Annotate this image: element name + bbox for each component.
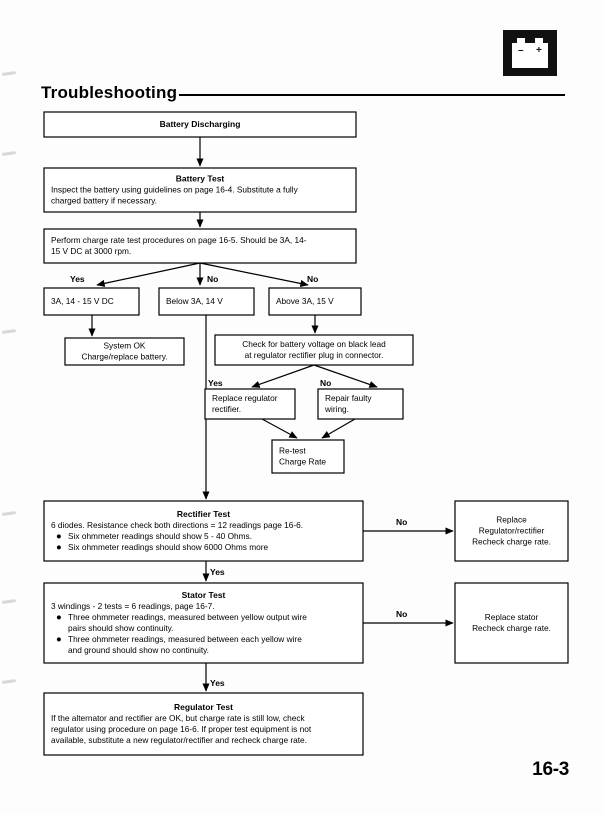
node-line: 3 windings - 2 tests = 6 readings, page … xyxy=(51,601,215,611)
node-line: Charge/replace battery. xyxy=(81,352,167,362)
node-line: wiring. xyxy=(324,404,349,414)
battery-terminal-negative xyxy=(517,38,525,44)
battery-icon: – + xyxy=(503,30,557,76)
bullet-icon: ● xyxy=(56,542,62,553)
edge-label-label-yes-3: Yes xyxy=(210,567,225,577)
node-line: Regulator/rectifier xyxy=(479,526,545,536)
node-box xyxy=(454,500,569,562)
node-box xyxy=(317,388,404,420)
edge-label-label-no-2: No xyxy=(307,274,318,284)
node-box xyxy=(43,228,357,264)
node-line: Below 3A, 14 V xyxy=(166,296,223,306)
node-box xyxy=(214,334,414,366)
flow-connectors xyxy=(88,137,454,692)
node-box xyxy=(43,500,364,562)
flow-node-battery-discharging: Battery Discharging xyxy=(43,111,357,138)
battery-terminal-positive xyxy=(535,38,543,44)
node-line: Replace regulator xyxy=(212,393,278,403)
node-line: charged battery if necessary. xyxy=(51,196,157,206)
node-box xyxy=(271,439,345,474)
bullet-icon: ● xyxy=(56,634,62,645)
bullet-icon: ● xyxy=(56,531,62,542)
page-number: 16-3 xyxy=(532,759,569,780)
node-heading: Stator Test xyxy=(182,590,226,600)
node-bullet-line: Six ohmmeter readings should show 6000 O… xyxy=(68,542,269,552)
node-box xyxy=(43,582,364,664)
node-box xyxy=(268,287,362,316)
node-heading: Regulator Test xyxy=(174,702,233,712)
node-line: Repair faulty xyxy=(325,393,372,403)
node-bullet-line: Three ohmmeter readings, measured betwee… xyxy=(68,612,307,622)
node-line: available, substitute a new regulator/re… xyxy=(51,735,307,745)
node-line: at regulator rectifier plug in connector… xyxy=(245,350,384,360)
node-line: Charge Rate xyxy=(279,457,326,467)
edge-label-label-yes-1: Yes xyxy=(70,274,85,284)
node-line: 6 diodes. Resistance check both directio… xyxy=(51,520,303,530)
node-line: If the alternator and rectifier are OK, … xyxy=(51,713,305,723)
battery-minus-sign: – xyxy=(518,45,524,56)
node-line: Re-test xyxy=(279,446,306,456)
node-bullet-line: Three ohmmeter readings, measured betwee… xyxy=(68,634,302,644)
node-line: Inspect the battery using guidelines on … xyxy=(51,185,299,195)
node-line: 15 V DC at 3000 rpm. xyxy=(51,246,131,256)
node-heading: Rectifier Test xyxy=(177,509,230,519)
flow-node-result-below: Below 3A, 14 V xyxy=(158,287,255,316)
node-heading: Battery Test xyxy=(176,174,225,184)
node-line: Recheck charge rate. xyxy=(472,537,551,547)
battery-body xyxy=(512,43,548,68)
node-heading: Battery Discharging xyxy=(160,119,241,129)
node-line: rectifier. xyxy=(212,404,241,414)
node-line: Recheck charge rate. xyxy=(472,623,551,633)
node-box xyxy=(43,287,140,316)
node-line: Check for battery voltage on black lead xyxy=(242,339,386,349)
node-box xyxy=(43,167,357,213)
edge-label-label-no-3: No xyxy=(320,378,331,388)
edge-label-label-no-5: No xyxy=(396,609,407,619)
edge-label-label-no-1: No xyxy=(207,274,218,284)
node-bullet-line: pairs should show continuity. xyxy=(68,623,173,633)
node-line: Replace xyxy=(496,515,527,525)
node-line: System OK xyxy=(104,341,146,351)
flow-node-check-voltage: Check for battery voltage on black leada… xyxy=(214,334,414,366)
node-line: Above 3A, 15 V xyxy=(276,296,334,306)
flow-node-result-yes: 3A, 14 - 15 V DC xyxy=(43,287,140,316)
battery-plus-sign: + xyxy=(536,45,542,56)
node-box xyxy=(64,337,185,366)
node-bullet-line: and ground should show no continuity. xyxy=(68,645,209,655)
node-line: regulator using procedure on page 16-6. … xyxy=(51,724,312,734)
node-box xyxy=(43,692,364,756)
node-box xyxy=(204,388,296,420)
node-line: 3A, 14 - 15 V DC xyxy=(51,296,114,306)
node-box xyxy=(158,287,255,316)
page-heading: Troubleshooting xyxy=(41,83,565,105)
page-title: Troubleshooting xyxy=(41,83,178,102)
flow-node-result-above: Above 3A, 15 V xyxy=(268,287,362,316)
bullet-icon: ● xyxy=(56,612,62,623)
node-bullet-line: Six ohmmeter readings should show 5 - 40… xyxy=(68,531,252,541)
edge-label-label-yes-4: Yes xyxy=(210,678,225,688)
node-box xyxy=(43,111,357,138)
flow-node-charge-rate-test: Perform charge rate test procedures on p… xyxy=(43,228,357,264)
node-line: Perform charge rate test procedures on p… xyxy=(51,235,307,245)
node-box xyxy=(454,582,569,664)
edge-label-label-yes-2: Yes xyxy=(208,378,223,388)
edge-label-label-no-4: No xyxy=(396,517,407,527)
heading-rule xyxy=(179,94,565,96)
node-line: Replace stator xyxy=(485,612,539,622)
